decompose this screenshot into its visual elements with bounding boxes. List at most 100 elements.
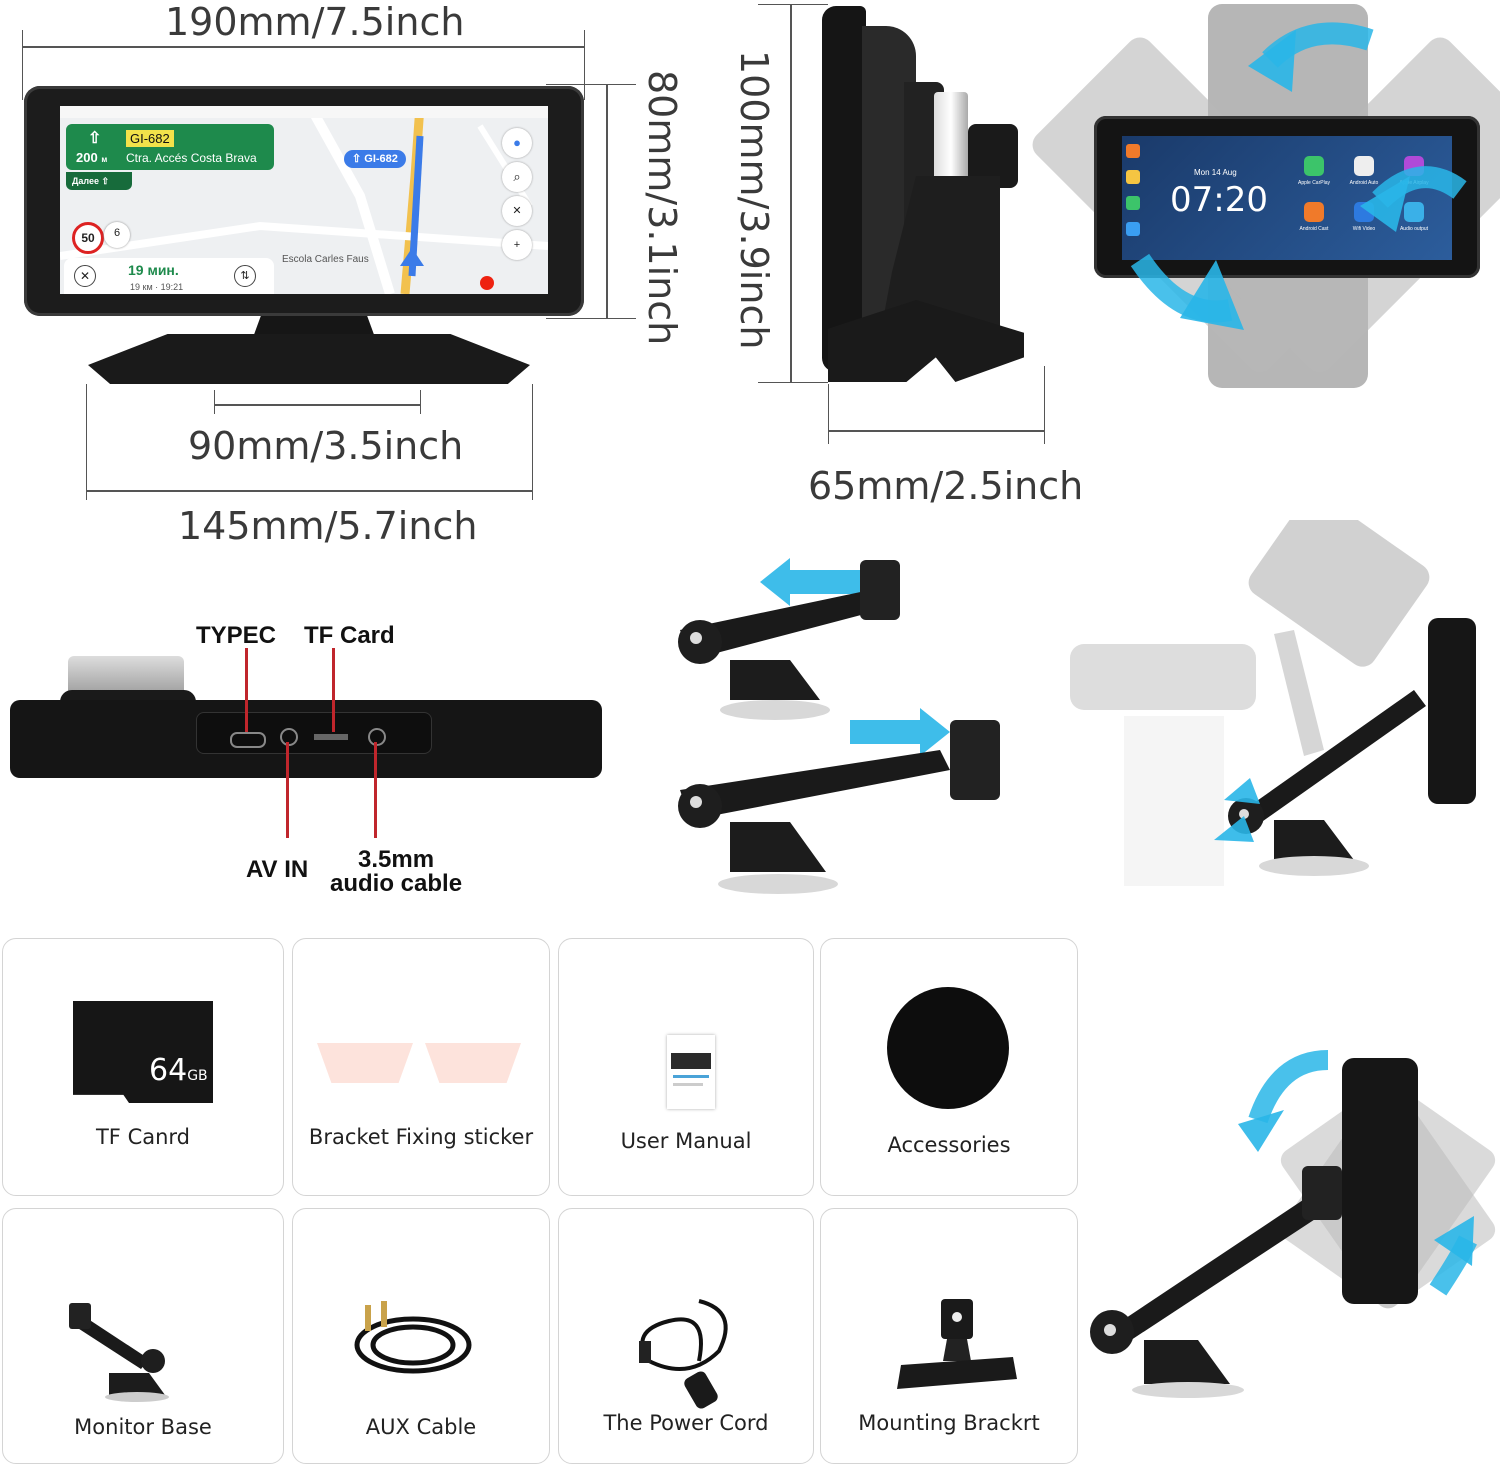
av-in-port-icon <box>280 728 298 746</box>
accessory-card-manual: User Manual <box>558 938 814 1196</box>
dock-icon-2[interactable] <box>1126 170 1140 184</box>
height-dim-line <box>606 84 608 318</box>
dock-icon-1[interactable] <box>1126 144 1140 158</box>
accessory-label: Accessories <box>887 1133 1011 1157</box>
street-name: Ctra. Accés Costa Brava <box>126 151 257 165</box>
width-dim-label: 190mm/7.5inch <box>165 0 465 44</box>
dock-icon-3[interactable] <box>1126 196 1140 210</box>
accessory-label: The Power Cord <box>603 1411 769 1435</box>
side-screen-edge <box>822 6 866 372</box>
accessory-label: Bracket Fixing sticker <box>308 1125 534 1149</box>
accessory-card-pad: Accessories <box>820 938 1078 1196</box>
base-outer-tick-left <box>86 384 87 500</box>
app-label-wifi-video: Wifi Video <box>1352 226 1376 232</box>
base-inner-dim-label: 90mm/3.5inch <box>188 424 464 468</box>
poi-label: Escola Carles Faus <box>282 254 369 265</box>
telescopic-arm-drawing <box>678 558 1000 894</box>
distance-value: 200 м <box>76 150 108 165</box>
height-dim-label: 80mm/3.1inch <box>640 70 684 346</box>
app-label-android-cast: Android Cast <box>1299 226 1329 232</box>
manual-cover-image <box>671 1053 711 1069</box>
angle-adjust-drawing <box>1070 520 1476 886</box>
sticker-icon <box>317 1043 413 1083</box>
audio-output-icon[interactable] <box>1404 202 1424 222</box>
mounting-bracket-icon <box>897 1299 1017 1389</box>
app-label-audio-output: Audio output <box>1399 226 1429 232</box>
tf-card-label: TF Card <box>304 622 395 649</box>
routes-icon[interactable]: ⇅ <box>234 265 256 287</box>
nav-screen: ⇧ GI-682 200 м Ctra. Accés Costa Brava Д… <box>60 106 548 294</box>
accessory-label: AUX Cable <box>365 1415 477 1439</box>
turn-arrow-icon: ⇧ <box>88 130 102 147</box>
tf-pointer <box>332 648 335 732</box>
route-badge: ⇧ GI-682 <box>344 150 406 168</box>
typec-port-icon <box>230 732 266 748</box>
base-outer-dim-label: 145mm/5.7inch <box>178 504 478 548</box>
device-front: ⇧ GI-682 200 м Ctra. Accés Costa Brava Д… <box>24 86 584 316</box>
current-speed: 6 <box>104 222 130 248</box>
base-inner-tick-left <box>214 390 215 414</box>
width-dim-line <box>22 46 584 48</box>
speed-limit-sign: 50 <box>72 222 104 254</box>
sd-card-icon: 64GB <box>73 1001 213 1103</box>
app-label-carplay: Apple CarPlay <box>1298 180 1330 186</box>
power-cord-icon <box>639 1299 728 1409</box>
accessory-label: Mounting Brackrt <box>858 1411 1040 1435</box>
height-dim-tick-top <box>546 84 636 85</box>
side-depth-tick-left <box>828 384 829 444</box>
round-pad-icon <box>887 987 1009 1109</box>
height-dim-tick-bottom <box>546 318 636 319</box>
typec-label: TYPEC <box>196 622 277 649</box>
accessory-card-tf: 64GB TF Canrd <box>2 938 284 1196</box>
accessory-label: TF Canrd <box>95 1125 191 1149</box>
accessory-card-power: The Power Cord <box>558 1208 814 1464</box>
report-icon[interactable]: + <box>502 230 532 260</box>
typec-pointer <box>245 648 248 732</box>
aux-cable-icon <box>354 1301 472 1374</box>
base-outer-tick-right <box>532 384 533 500</box>
carplay-date: Mon 14 Aug <box>1194 168 1237 177</box>
av-in-label: AV IN <box>246 856 309 883</box>
record-icon[interactable] <box>480 276 494 290</box>
accessory-card-aux: AUX Cable <box>292 1208 550 1464</box>
eta-bar: ✕ 19 мин. 19 км · 19:21 ⇅ <box>64 258 274 294</box>
android-cast-icon[interactable] <box>1304 202 1324 222</box>
search-icon[interactable]: ⌕ <box>502 162 532 192</box>
tf-slot-icon <box>314 734 348 740</box>
audio-label-line1: 3.5mm <box>358 846 435 873</box>
eta-detail: 19 км · 19:21 <box>130 282 184 292</box>
audio-label-line2: audio cable <box>330 870 463 897</box>
sticker-icon-2 <box>425 1043 521 1083</box>
stand-base <box>88 334 530 384</box>
width-dim-tick-left <box>22 30 23 100</box>
audio-pointer <box>374 742 377 838</box>
accessory-label: Monitor Base <box>74 1415 212 1439</box>
sd-card-capacity: 64GB <box>149 1053 208 1088</box>
accessory-label: User Manual <box>620 1129 752 1153</box>
side-height-dim-label: 100mm/3.9inch <box>732 50 776 350</box>
app-label-android-auto: Android Auto <box>1349 180 1379 186</box>
base-inner-tick-right <box>420 390 421 414</box>
carplay-time: 07:20 <box>1170 180 1268 220</box>
mute-icon[interactable]: ✕ <box>502 196 532 226</box>
side-depth-dim-line <box>828 430 1044 432</box>
manual-text-line <box>673 1083 703 1086</box>
width-dim-tick-right <box>584 30 585 100</box>
manual-text-line <box>673 1075 709 1078</box>
mic-icon[interactable]: ● <box>502 128 532 158</box>
base-inner-dim-line <box>214 404 420 406</box>
android-auto-icon[interactable] <box>1354 156 1374 176</box>
status-bar <box>60 106 548 118</box>
dock-icon-4[interactable] <box>1126 222 1140 236</box>
carplay-app-icon[interactable] <box>1304 156 1324 176</box>
rotate-arrows-icon <box>1130 22 1467 330</box>
next-turn-chip: Далее ⇧ <box>66 172 132 190</box>
side-depth-tick-right <box>1044 366 1045 444</box>
side-height-tick-bottom <box>758 382 828 383</box>
close-icon[interactable]: ✕ <box>74 265 96 287</box>
side-height-dim-line <box>790 4 792 382</box>
nav-instruction-card: ⇧ GI-682 200 м Ctra. Accés Costa Brava <box>66 124 274 170</box>
side-depth-dim-label: 65mm/2.5inch <box>808 464 1084 508</box>
audio-port-icon <box>368 728 386 746</box>
accessory-card-base: Monitor Base <box>2 1208 284 1464</box>
